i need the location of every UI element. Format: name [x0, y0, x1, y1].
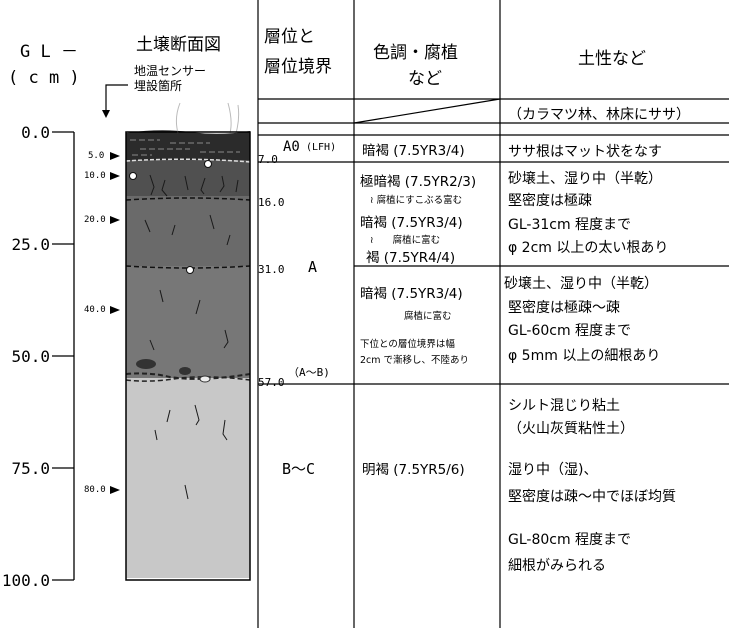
axis-tick-75: 75.0	[11, 459, 50, 478]
color-a3-line2: 腐植に富む	[404, 311, 452, 322]
prop-a1-line3: GL-31cm 程度まで	[508, 217, 632, 233]
prop-bc-line5: GL-80cm 程度まで	[508, 532, 632, 548]
color-a1-line1: 極暗褐 (7.5YR2/3)	[360, 174, 477, 190]
axis-tick-25: 25.0	[11, 235, 50, 254]
prop-ao: ササ根はマット状をなす	[508, 144, 662, 160]
axis-title-line1: G L －	[20, 42, 78, 62]
profile-title: 土壌断面図	[136, 35, 221, 55]
sensor-depth-5: 5.0	[88, 151, 105, 161]
boundary-7: 7.0	[258, 153, 278, 166]
axis-title-line2: ( c m )	[8, 68, 80, 88]
prop-bc-line3: 湿り中（湿)、	[508, 462, 598, 478]
table-grid	[257, 0, 729, 628]
sensor-markers	[110, 152, 120, 494]
boundary-57: 57.0	[258, 376, 285, 389]
prop-a2-line2: 堅密度は極疎～疎	[508, 300, 620, 316]
sensor-label-line2: 埋設箇所	[134, 79, 183, 93]
sensor-pointer-arrow	[102, 84, 128, 118]
horizon-a: A	[308, 258, 318, 276]
vegetation-note: （カラマツ林、林床にササ）	[508, 107, 690, 123]
header-horizon-line1: 層位と	[264, 27, 315, 47]
header-horizon-line2: 層位境界	[264, 57, 332, 77]
header-color-line1: 色調・腐植	[373, 43, 458, 63]
prop-a2-line1: 砂壌土、湿り中（半乾）	[504, 276, 658, 292]
prop-bc-line4: 堅密度は疎～中でほぼ均質	[508, 489, 676, 505]
color-a2-line2: ≀ 腐植に富む	[370, 235, 441, 246]
boundary-16: 16.0	[258, 196, 285, 209]
horizon-ao-sub: (LFH)	[306, 142, 337, 153]
sensor-label-line1: 地温センサー	[134, 64, 207, 78]
depth-axis	[52, 131, 75, 581]
sensor-depth-80: 80.0	[84, 485, 106, 495]
color-a3-line1: 暗褐 (7.5YR3/4)	[360, 286, 463, 302]
prop-a1-line1: 砂壌土、湿り中（半乾）	[508, 171, 662, 187]
header-soil-properties: 土性など	[578, 49, 646, 69]
color-bc: 明褐 (7.5YR5/6)	[362, 462, 465, 478]
color-a3-line4: 2cm で漸移し、不陸あり	[360, 355, 470, 366]
axis-tick-0: 0.0	[21, 123, 50, 142]
color-ao: 暗褐 (7.5YR3/4)	[362, 143, 465, 159]
color-a1-line2: ≀ 腐植にすこぶる富む	[370, 195, 463, 206]
soil-profile-column	[125, 102, 251, 581]
sensor-depth-20: 20.0	[84, 215, 106, 225]
color-a2-line3: 褐 (7.5YR4/4)	[366, 250, 456, 266]
horizon-ab: （A～B)	[288, 366, 330, 379]
prop-a2-line3: GL-60cm 程度まで	[508, 323, 632, 339]
axis-tick-100: 100.0	[1, 571, 50, 590]
header-color-line2: など	[408, 69, 442, 89]
sensor-depth-10: 10.0	[84, 171, 106, 181]
prop-a1-line2: 堅密度は極疎	[508, 193, 592, 209]
sensor-depth-40: 40.0	[84, 305, 106, 315]
prop-bc-line6: 細根がみられる	[508, 558, 606, 574]
axis-tick-50: 50.0	[11, 347, 50, 366]
color-a2-line1: 暗褐 (7.5YR3/4)	[360, 215, 463, 231]
prop-a1-line4: φ 2cm 以上の太い根あり	[508, 240, 669, 256]
horizon-bc: B～C	[282, 460, 316, 478]
color-a3-line3: 下位との層位境界は幅	[360, 339, 455, 350]
horizon-ao: A0	[283, 139, 300, 155]
boundary-31: 31.0	[258, 263, 285, 276]
prop-a2-line4: φ 5mm 以上の細根あり	[508, 348, 661, 364]
prop-bc-line1: シルト混じり粘土	[508, 398, 620, 414]
prop-bc-line2: （火山灰質粘性土）	[508, 421, 634, 437]
